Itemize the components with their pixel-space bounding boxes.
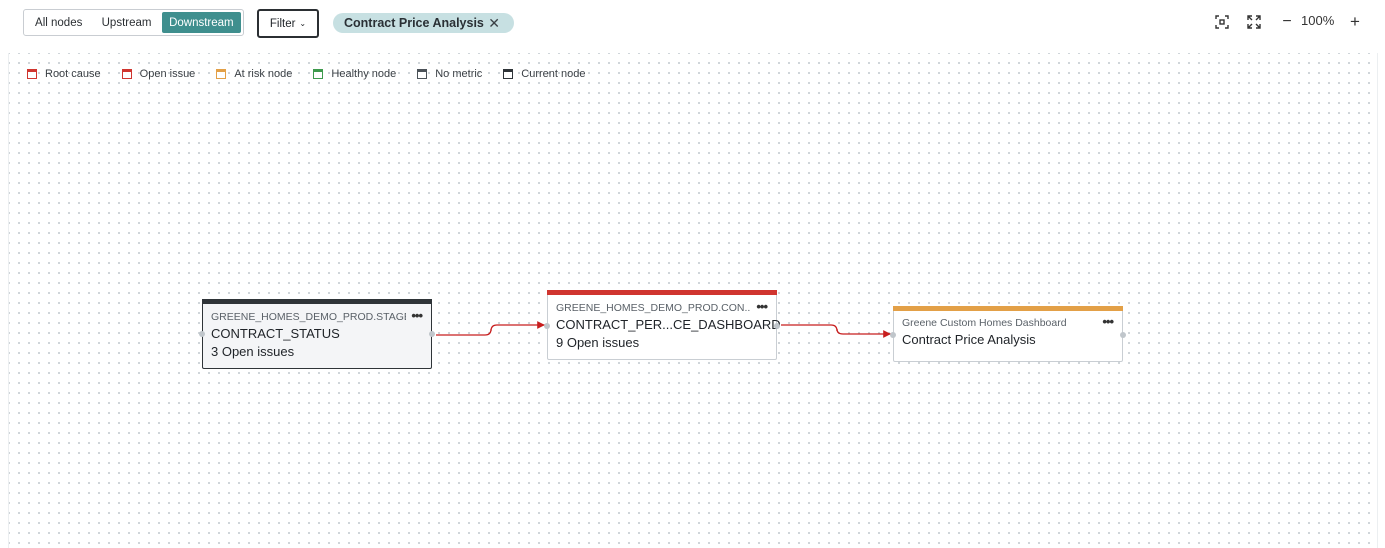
edge-dashboard-to-analysis	[781, 324, 891, 338]
fullscreen-icon[interactable]	[1245, 12, 1263, 32]
lineage-node-contract-price-analysis[interactable]: Greene Custom Homes Dashboard ••• Contra…	[890, 306, 1126, 362]
filter-chip: Contract Price Analysis ✕	[333, 13, 514, 33]
legend-label: Root cause	[45, 68, 101, 80]
root-cause-swatch	[27, 69, 37, 79]
close-icon[interactable]: ✕	[488, 14, 500, 31]
input-port[interactable]	[890, 332, 896, 338]
lineage-node-contract-dashboard[interactable]: GREENE_HOMES_DEMO_PROD.CON... ••• CONTRA…	[544, 290, 781, 360]
legend-open-issue: Open issue	[121, 68, 196, 80]
edge-status-to-dashboard	[436, 321, 545, 336]
lineage-node-contract-status[interactable]: GREENE_HOMES_DEMO_PROD.STAGE ••• CONTRAC…	[199, 299, 435, 369]
healthy-swatch	[313, 69, 324, 79]
minus-icon[interactable]: −	[1282, 13, 1292, 30]
filter-button[interactable]: Filter ⌄	[257, 9, 319, 38]
fit-view-icon[interactable]	[1213, 12, 1231, 32]
zoom-level: 100%	[1301, 13, 1335, 28]
node-status-bar	[202, 299, 432, 304]
node-status-bar	[547, 290, 777, 295]
current-node-swatch	[503, 69, 514, 79]
downstream-button[interactable]: Downstream	[161, 12, 241, 33]
more-dots-icon[interactable]: •••	[756, 299, 768, 314]
all-nodes-button[interactable]: All nodes	[35, 16, 83, 29]
node-name: CONTRACT_PER...CE_DASHBOARD	[556, 317, 781, 332]
legend-at-risk-node: At risk node	[216, 68, 292, 80]
node-schema: GREENE_HOMES_DEMO_PROD.STAGE	[211, 311, 406, 323]
node-schema: Greene Custom Homes Dashboard	[902, 317, 1067, 329]
more-dots-icon[interactable]: •••	[1102, 314, 1114, 329]
legend-label: Current node	[521, 68, 586, 80]
no-metric-swatch	[417, 69, 428, 79]
node-issues: 3 Open issues	[211, 344, 295, 359]
legend-current-node: Current node	[503, 68, 586, 80]
output-port[interactable]	[429, 331, 435, 337]
node-schema: GREENE_HOMES_DEMO_PROD.CON...	[556, 302, 751, 314]
toolbar: All nodes Upstream Downstream Filter ⌄ C…	[0, 0, 1385, 46]
lineage-edges	[436, 321, 891, 338]
plus-icon[interactable]: +	[1350, 12, 1360, 31]
output-port[interactable]	[1120, 332, 1126, 338]
legend-label: No metric	[435, 68, 483, 80]
filter-chip-label: Contract Price Analysis	[344, 16, 484, 30]
node-status-bar	[893, 306, 1123, 311]
legend-label: At risk node	[234, 68, 293, 80]
legend-label: Open issue	[139, 68, 196, 80]
at-risk-swatch	[216, 69, 227, 79]
chevron-down-icon: ⌄	[299, 19, 307, 28]
legend-label: Healthy node	[331, 68, 397, 80]
node-name: Contract Price Analysis	[902, 332, 1036, 347]
output-port[interactable]	[774, 323, 780, 329]
node-name: CONTRACT_STATUS	[211, 326, 340, 341]
node-issues: 9 Open issues	[556, 335, 640, 350]
view-mode-toggle: All nodes Upstream Downstream	[23, 9, 244, 36]
open-issue-swatch	[121, 69, 132, 79]
filter-label: Filter	[269, 17, 296, 30]
input-port[interactable]	[544, 323, 550, 329]
more-dots-icon[interactable]: •••	[411, 308, 423, 323]
input-port[interactable]	[199, 331, 205, 337]
upstream-button[interactable]: Upstream	[101, 16, 152, 29]
legend: Root cause Open issue At risk node Healt…	[27, 68, 607, 80]
legend-healthy-node: Healthy node	[313, 68, 396, 80]
legend-root-cause: Root cause	[27, 68, 101, 80]
legend-no-metric: No metric	[417, 68, 482, 80]
lineage-canvas[interactable]: Root cause Open issue At risk node Healt…	[8, 53, 1378, 548]
